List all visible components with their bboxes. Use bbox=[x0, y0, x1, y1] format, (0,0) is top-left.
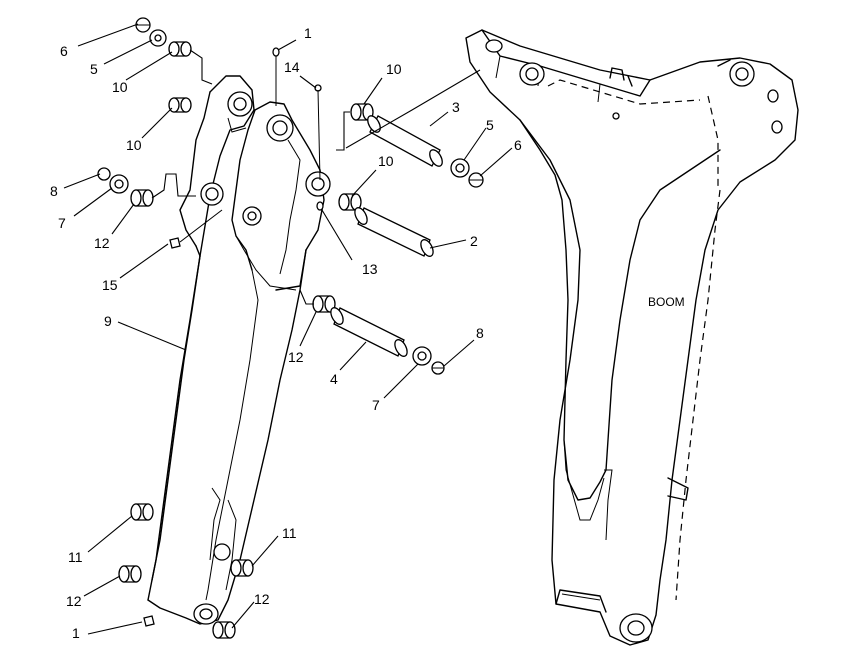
callout-9: 9 bbox=[104, 313, 112, 329]
callout-15: 15 bbox=[102, 277, 118, 293]
part-2-pin bbox=[354, 207, 434, 257]
part-11-left bbox=[130, 503, 154, 521]
part-1-top bbox=[272, 47, 280, 106]
part-6-top-left bbox=[135, 17, 151, 33]
callout-5-right: 5 bbox=[486, 117, 494, 133]
callout-10-top-left: 10 bbox=[112, 79, 128, 95]
callout-12-bottom-right: 12 bbox=[254, 591, 270, 607]
part-10-mid-left bbox=[168, 97, 192, 113]
part-10-top-right bbox=[350, 103, 374, 121]
part-10-top-left bbox=[168, 41, 192, 57]
callout-6-right: 6 bbox=[514, 137, 522, 153]
part-7-right bbox=[412, 346, 432, 366]
callout-13: 13 bbox=[362, 261, 378, 277]
callout-2: 2 bbox=[470, 233, 478, 249]
leader-lines bbox=[63, 23, 513, 635]
callout-12-bottom-left: 12 bbox=[66, 593, 82, 609]
part-12-bottom-right bbox=[212, 621, 236, 639]
part-5-top-left bbox=[149, 29, 167, 47]
part-8-right bbox=[431, 361, 445, 375]
part-15-fitting bbox=[169, 237, 181, 249]
callout-11-right: 11 bbox=[282, 525, 297, 541]
callout-8-left: 8 bbox=[50, 183, 58, 199]
callout-5-left: 5 bbox=[90, 61, 98, 77]
callout-1-top: 1 bbox=[304, 25, 312, 41]
part-4-pin bbox=[330, 307, 408, 357]
callout-12-mid: 12 bbox=[288, 349, 304, 365]
callout-6-left: 6 bbox=[60, 43, 68, 59]
callout-10-mid-left: 10 bbox=[126, 137, 142, 153]
dipper-arm bbox=[147, 75, 331, 625]
part-8-left bbox=[97, 167, 111, 181]
callout-7-left: 7 bbox=[58, 215, 66, 231]
callout-10-top-right: 10 bbox=[386, 61, 402, 77]
callout-11-left: 11 bbox=[68, 549, 83, 565]
part-6-right bbox=[468, 172, 484, 188]
callout-labels: 6 5 10 10 8 7 12 15 9 1 14 10 3 5 6 10 2… bbox=[50, 25, 522, 641]
callout-14: 14 bbox=[284, 59, 300, 75]
callout-3: 3 bbox=[452, 99, 460, 115]
parts bbox=[97, 17, 484, 639]
part-14-rod bbox=[314, 84, 322, 181]
callout-10-mid-right: 10 bbox=[378, 153, 394, 169]
boom-label: BOOM bbox=[648, 295, 685, 309]
callout-12-left: 12 bbox=[94, 235, 110, 251]
part-1-bottom bbox=[143, 615, 155, 627]
part-12-bottom-left bbox=[118, 565, 142, 583]
part-13 bbox=[316, 201, 324, 211]
part-3-pin bbox=[367, 115, 443, 167]
callout-8-right: 8 bbox=[476, 325, 484, 341]
part-11-right bbox=[230, 559, 254, 577]
part-5-right bbox=[450, 158, 470, 178]
part-10-mid-right bbox=[338, 193, 362, 211]
callout-1-bottom: 1 bbox=[72, 625, 80, 641]
part-12-mid bbox=[312, 295, 336, 313]
part-7-left bbox=[109, 174, 129, 194]
boom: BOOM bbox=[465, 29, 799, 646]
callout-4: 4 bbox=[330, 371, 338, 387]
callout-7-right: 7 bbox=[372, 397, 380, 413]
part-12-left bbox=[130, 189, 154, 207]
